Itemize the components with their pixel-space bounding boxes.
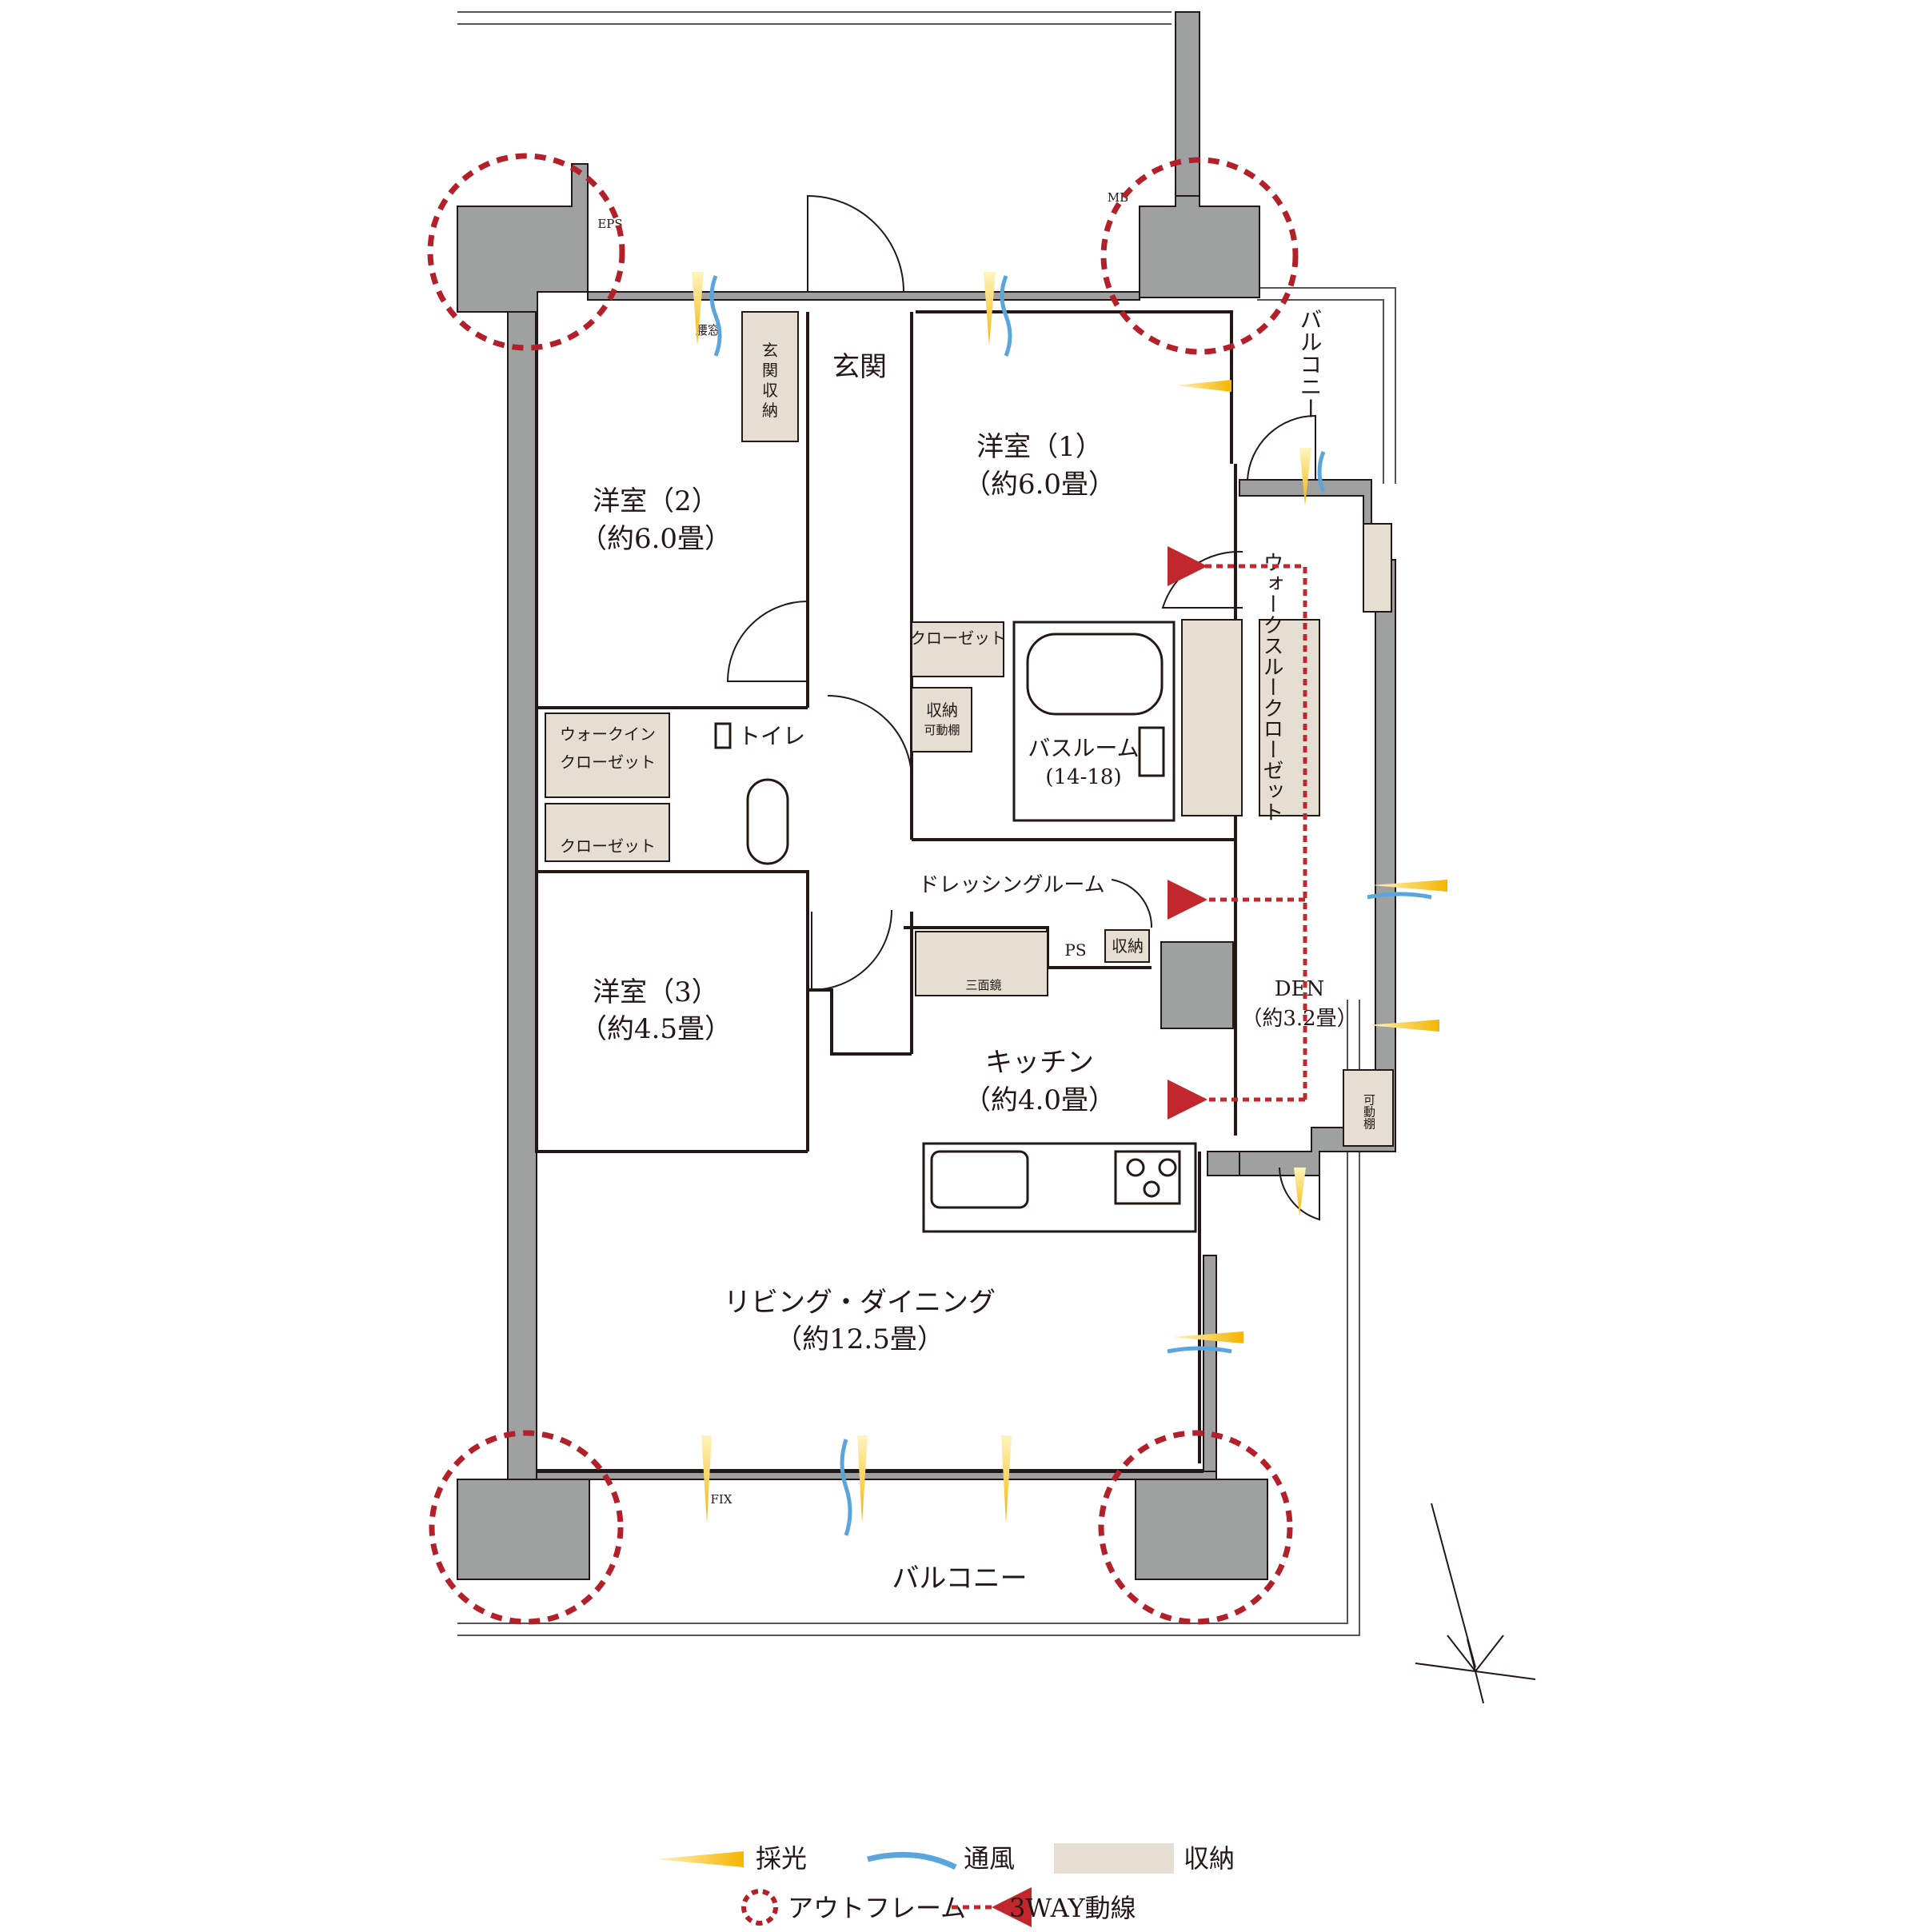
walkin-line1: ウォークイン: [560, 724, 656, 744]
route-arrows: [1168, 546, 1307, 1120]
den-name: DEN: [1275, 977, 1325, 1001]
legend-light-text: 採光: [756, 1843, 807, 1874]
storage-label: 収納: [1112, 936, 1144, 956]
interior-walls: [535, 310, 1237, 1473]
mirror-label: 三面鏡: [965, 978, 1001, 992]
bathroom-fixture: [1012, 621, 1176, 822]
western3-size: （約4.5畳）: [580, 1013, 732, 1045]
living-name: リビング・ダイニング: [724, 1287, 996, 1319]
legend-light-icon: [656, 1851, 744, 1867]
entrance-label: 玄関: [832, 351, 887, 383]
legend-wind-text: 通風: [964, 1843, 1015, 1874]
kitchen-name: キッチン: [985, 1047, 1094, 1079]
toilet-fixture: [714, 722, 789, 865]
toilet-label: トイレ: [738, 723, 805, 749]
legend-storage-text: 収納: [1184, 1843, 1235, 1874]
movable-shelf-label: 可動棚: [1362, 1094, 1376, 1130]
balcony-top-label: バルコニー: [1297, 308, 1323, 420]
walkin-line2: クローゼット: [560, 752, 656, 772]
outframe-circles: [427, 153, 1299, 1625]
closet-a-label: クローゼット: [910, 629, 1006, 648]
waist-window-label: 腰窓: [696, 323, 720, 337]
storage-areas: [545, 311, 1394, 1147]
entrance-storage-3: 収: [762, 381, 778, 400]
closet-b-label: クローゼット: [560, 836, 656, 856]
door-swings: [726, 194, 1320, 1221]
legend-outframe-text: アウトフレーム: [788, 1893, 966, 1923]
room-labels: 洋室（1） （約6.0畳） 洋室（2） （約6.0畳） 洋室（3） （約4.5畳…: [560, 190, 1376, 1595]
walkthrough-label: ウォークスルークローゼット: [1259, 552, 1283, 822]
legend-wind-icon: [867, 1851, 957, 1870]
kitchen-counter: [922, 1142, 1197, 1233]
compass-icon: [1415, 1503, 1536, 1704]
dressing-label: ドレッシングルーム: [918, 873, 1104, 897]
western3-name: 洋室（3）: [593, 976, 719, 1008]
balcony-bottom-label: バルコニー: [892, 1563, 1027, 1595]
legend-outframe-icon: [741, 1889, 778, 1926]
balcony-outline: [457, 11, 1396, 1636]
entrance-storage-1: 玄: [762, 341, 778, 360]
western2-name: 洋室（2）: [593, 485, 719, 517]
living-size: （約12.5畳）: [775, 1323, 944, 1355]
entrance-storage-2: 関: [762, 361, 778, 380]
legend-storage-swatch: [1054, 1843, 1174, 1874]
western1-size: （約6.0畳）: [964, 469, 1116, 501]
legend-route-text: 3WAY動線: [1009, 1893, 1136, 1923]
fix-label: FIX: [710, 1492, 732, 1507]
kitchen-size: （約4.0畳）: [964, 1084, 1116, 1116]
western1-name: 洋室（1）: [976, 431, 1103, 463]
ps-label: PS: [1064, 940, 1086, 960]
den-size: （約3.2畳）: [1241, 1007, 1357, 1031]
western2-size: （約6.0畳）: [580, 523, 732, 555]
entrance-storage-4: 納: [762, 401, 778, 420]
storage-shelf-1: 収納: [926, 701, 958, 720]
legend: 採光 通風 収納 アウトフレーム 3WAY動線: [656, 1843, 1235, 1927]
bathroom-size: (14-18): [1045, 765, 1121, 789]
bathroom-name: バスルーム: [1028, 735, 1139, 761]
light-wind-markers: [692, 272, 1447, 1536]
storage-shelf-2: 可動棚: [924, 723, 960, 737]
